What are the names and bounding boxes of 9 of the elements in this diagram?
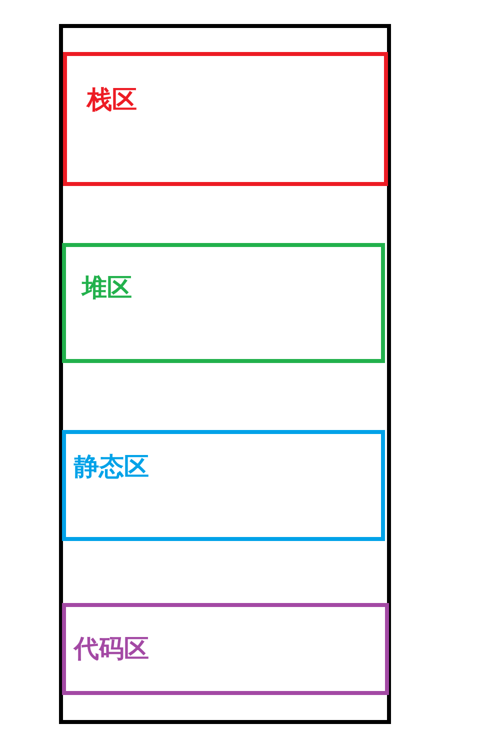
region-label: 静态区 [74,454,149,479]
memory-region-box [62,603,389,695]
region-label: 栈区 [87,87,137,112]
memory-region-box [62,243,385,363]
memory-region-box [62,430,385,541]
memory-region-box [63,52,388,186]
memory-frame [59,24,391,724]
region-label: 代码区 [74,636,149,661]
region-label: 堆区 [82,275,132,300]
